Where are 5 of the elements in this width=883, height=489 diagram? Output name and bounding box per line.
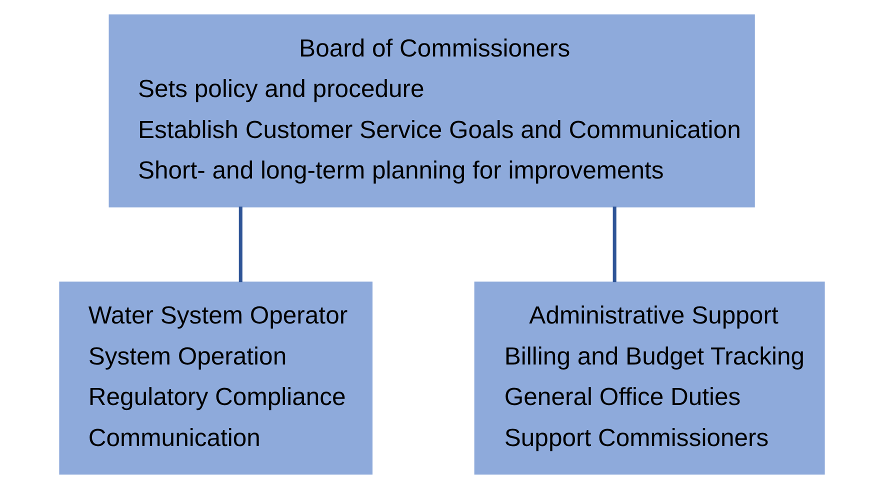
node-box: Board of Commissioners Sets policy and procedure Establish Customer Service Goals and Communication Short- and long-term planning for improvements (108, 14, 754, 208)
node-box: Water System Operator System Operation Regulatory Compliance Communication (58, 282, 372, 475)
connector (238, 206, 242, 282)
connector (612, 206, 616, 282)
node-box: Administrative Support Billing and Budget Tracking General Office Duties Support Commissioners (474, 282, 824, 475)
